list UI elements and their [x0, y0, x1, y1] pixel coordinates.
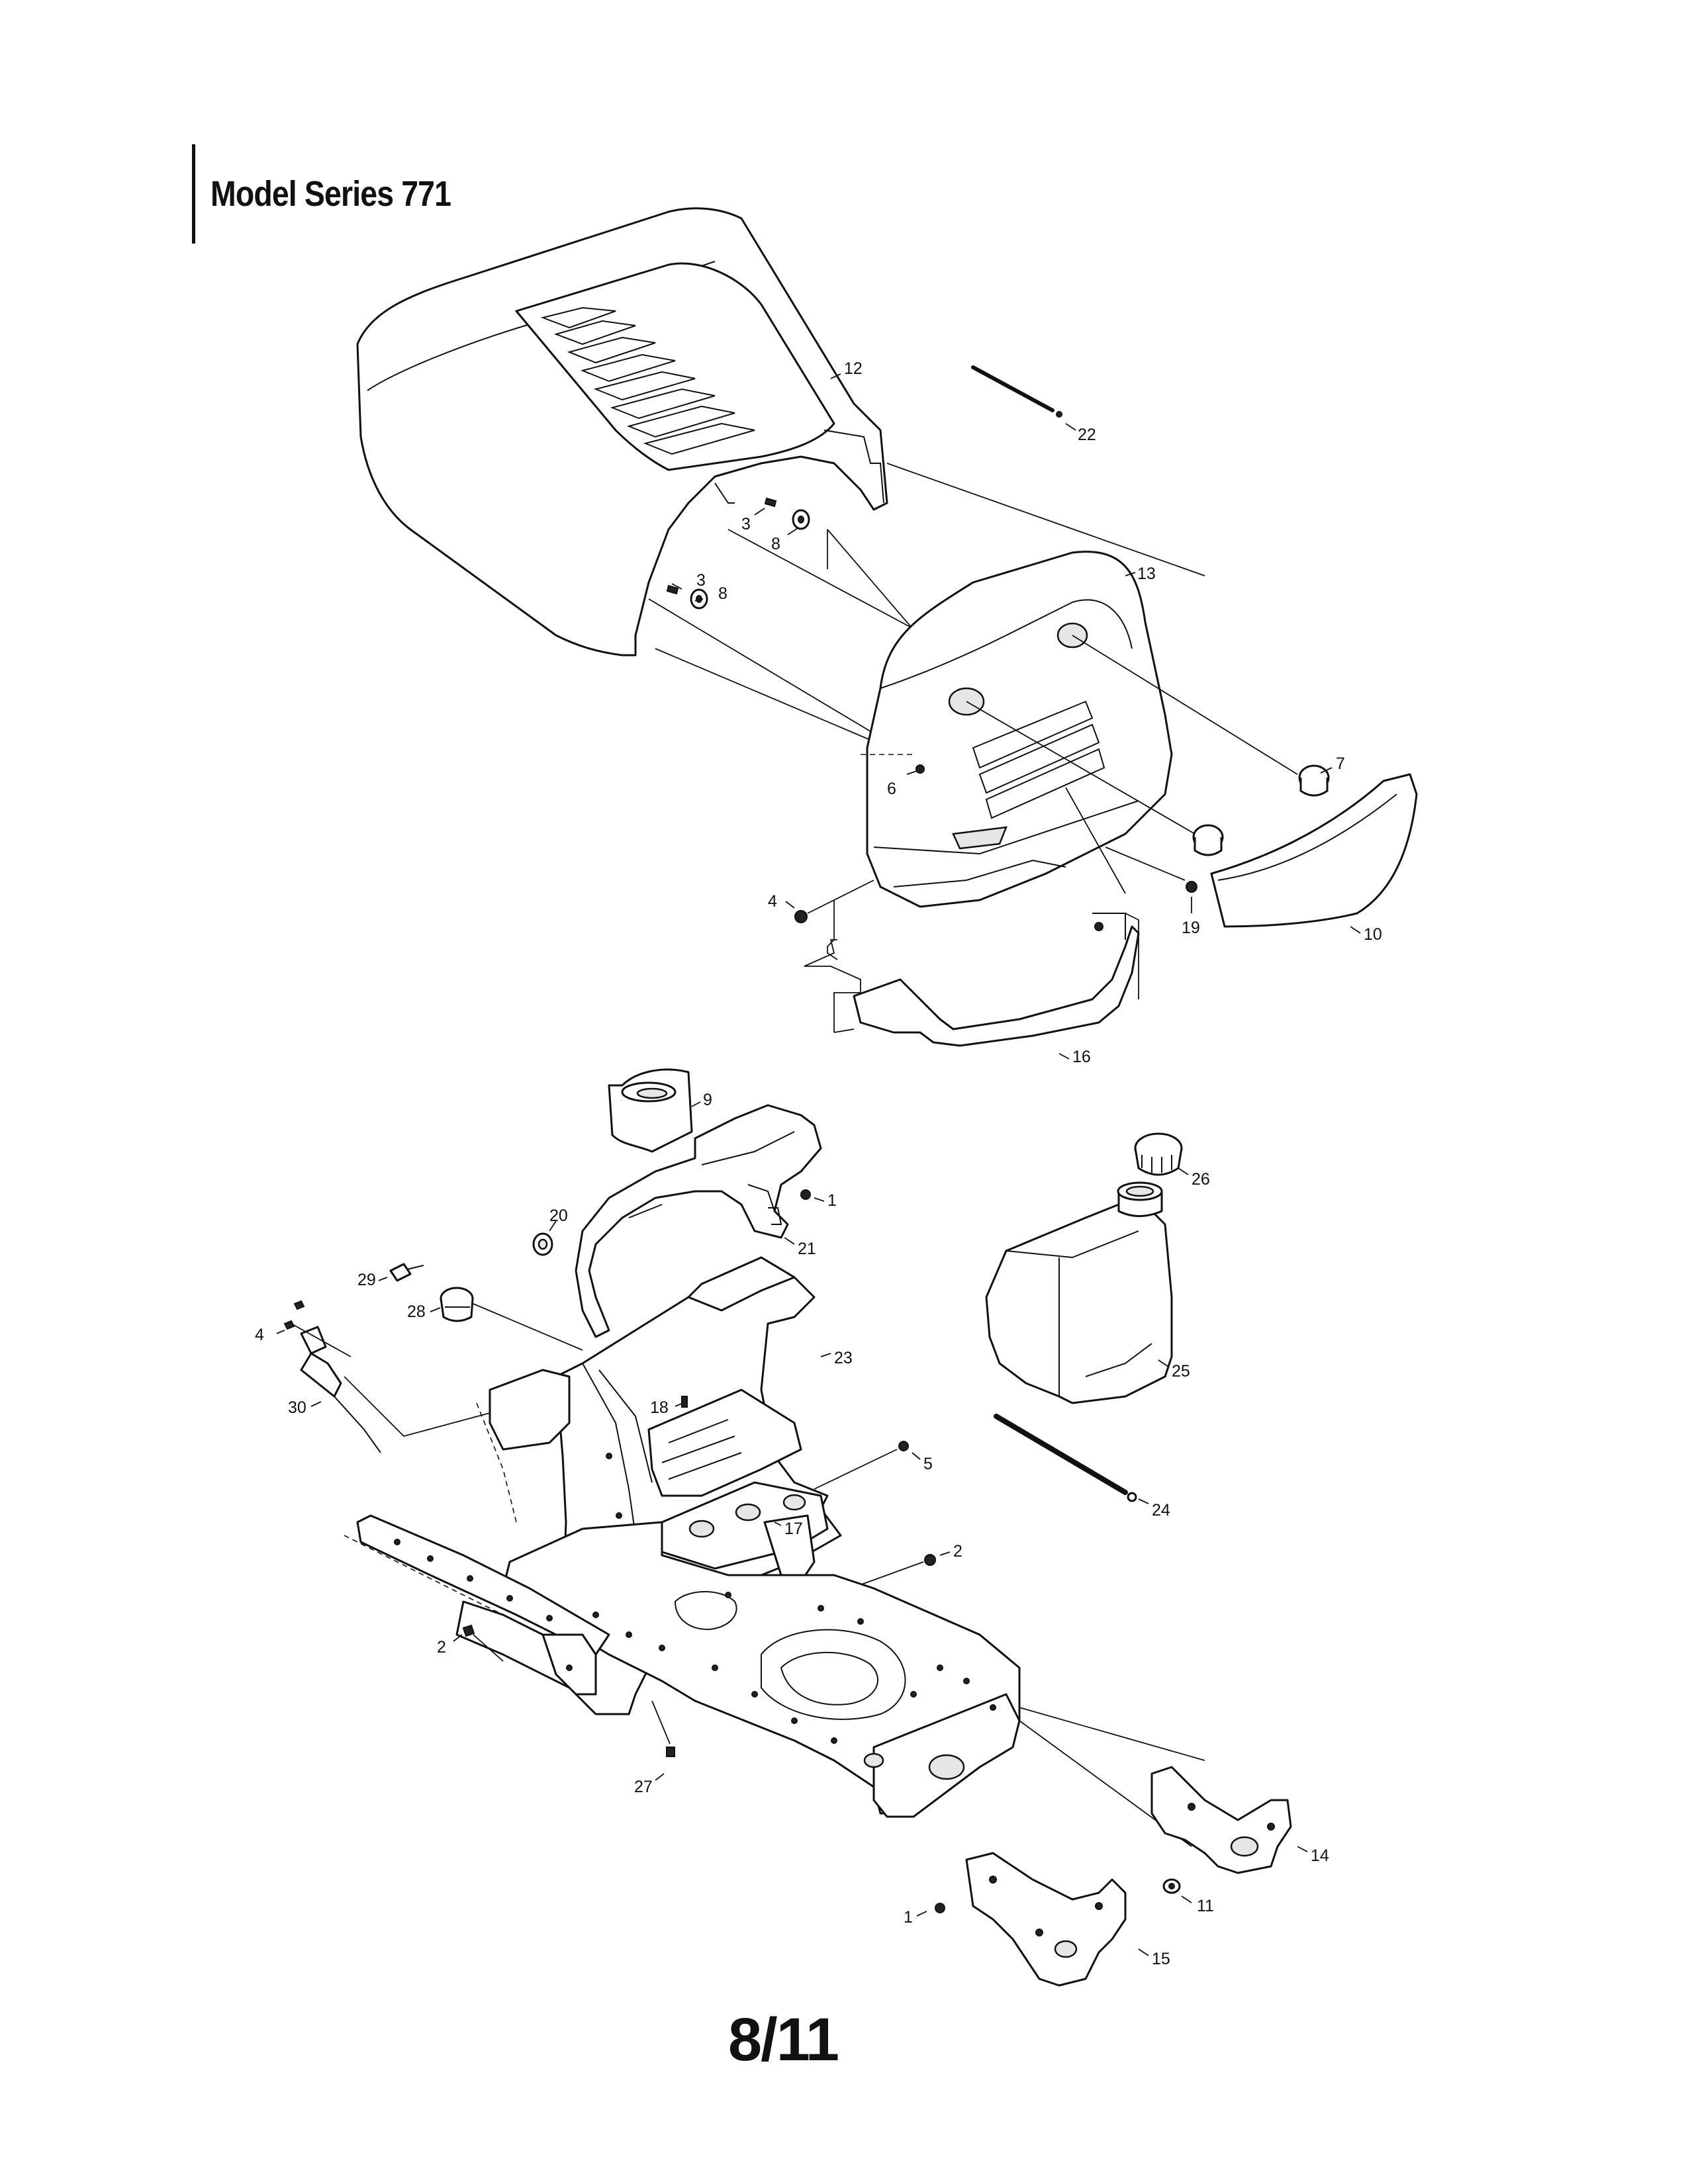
bolt-part-1 [800, 1189, 811, 1200]
fuel-tank-part-25 [985, 1181, 1173, 1404]
callout-6: 6 [887, 780, 896, 798]
callout-leaders [276, 373, 1361, 1956]
model-series-title: Model Series 771 [211, 174, 451, 214]
callout-14: 14 [1311, 1846, 1329, 1865]
callout-2a: 2 [953, 1542, 962, 1561]
nut-part-11 [1162, 1878, 1181, 1894]
bracket-part-14 [1150, 1766, 1292, 1874]
callout-23: 23 [834, 1349, 853, 1367]
bracket-part-15 [965, 1852, 1127, 1987]
washer-part-20 [532, 1232, 553, 1256]
fuel-cap-part-26 [1134, 1132, 1183, 1176]
bracket-part-16 [853, 913, 1140, 1047]
callout-26: 26 [1192, 1170, 1210, 1189]
callout-12: 12 [844, 359, 863, 378]
clip-part-21 [768, 1207, 782, 1225]
tie-strap-part-24 [994, 1414, 1137, 1502]
callout-3a: 3 [741, 515, 751, 533]
callout-24: 24 [1152, 1501, 1170, 1520]
callout-17: 17 [784, 1520, 803, 1538]
frame-assembly [344, 1369, 1021, 1818]
nut-part-4 [794, 910, 808, 923]
title-rule [192, 144, 195, 244]
key-part-29 [389, 1263, 424, 1282]
callout-19: 19 [1182, 919, 1200, 937]
callout-5: 5 [923, 1455, 933, 1473]
hood-part-12 [356, 207, 888, 657]
grille-part-13 [861, 551, 1173, 908]
callout-7: 7 [1336, 754, 1345, 773]
throttle-control-part-30 [283, 1300, 381, 1453]
callout-30: 30 [288, 1398, 306, 1417]
callout-labels: 12 22 3 8 3 8 13 7 6 4 19 10 16 9 1 21 2… [255, 359, 1382, 1968]
callout-4b: 4 [255, 1326, 264, 1344]
page-number: 8/11 [728, 2006, 839, 2073]
callout-4a: 4 [768, 892, 777, 911]
callout-1a: 1 [827, 1191, 837, 1210]
bolt-part-1-lower [935, 1903, 945, 1913]
callout-8a: 8 [771, 535, 780, 553]
knob-part-7 [1192, 764, 1330, 856]
callout-9: 9 [703, 1091, 712, 1109]
callout-8b: 8 [718, 584, 727, 603]
callout-20: 20 [549, 1206, 568, 1225]
callout-28: 28 [407, 1302, 426, 1321]
bolt-part-27 [666, 1747, 675, 1757]
callout-2b: 2 [437, 1638, 446, 1657]
callout-11: 11 [1197, 1897, 1214, 1915]
callout-25: 25 [1172, 1362, 1190, 1381]
bolt-part-2 [924, 1554, 936, 1566]
callout-13: 13 [1137, 565, 1156, 583]
callout-21: 21 [798, 1240, 816, 1258]
callout-10: 10 [1364, 925, 1382, 944]
screw-part-18 [681, 1396, 688, 1408]
rod-part-22 [971, 365, 1062, 418]
screw-part-5 [898, 1441, 909, 1451]
callout-15: 15 [1152, 1950, 1170, 1968]
nut-part-19 [1186, 881, 1197, 893]
callout-18: 18 [650, 1398, 669, 1417]
callout-22: 22 [1078, 426, 1096, 444]
callout-29: 29 [357, 1271, 376, 1289]
bumper-part-10 [1210, 773, 1418, 928]
callout-1b: 1 [904, 1908, 913, 1927]
ignition-switch-part-28 [440, 1287, 474, 1322]
screw-part-6 [915, 764, 925, 774]
callout-27: 27 [634, 1778, 653, 1796]
callout-3b: 3 [696, 571, 706, 590]
callout-16: 16 [1072, 1048, 1091, 1066]
bolt-part-2-left [462, 1624, 475, 1637]
dash-panel-part-9 [575, 1068, 822, 1338]
hardware-bolts-3-washers-8 [666, 497, 810, 610]
